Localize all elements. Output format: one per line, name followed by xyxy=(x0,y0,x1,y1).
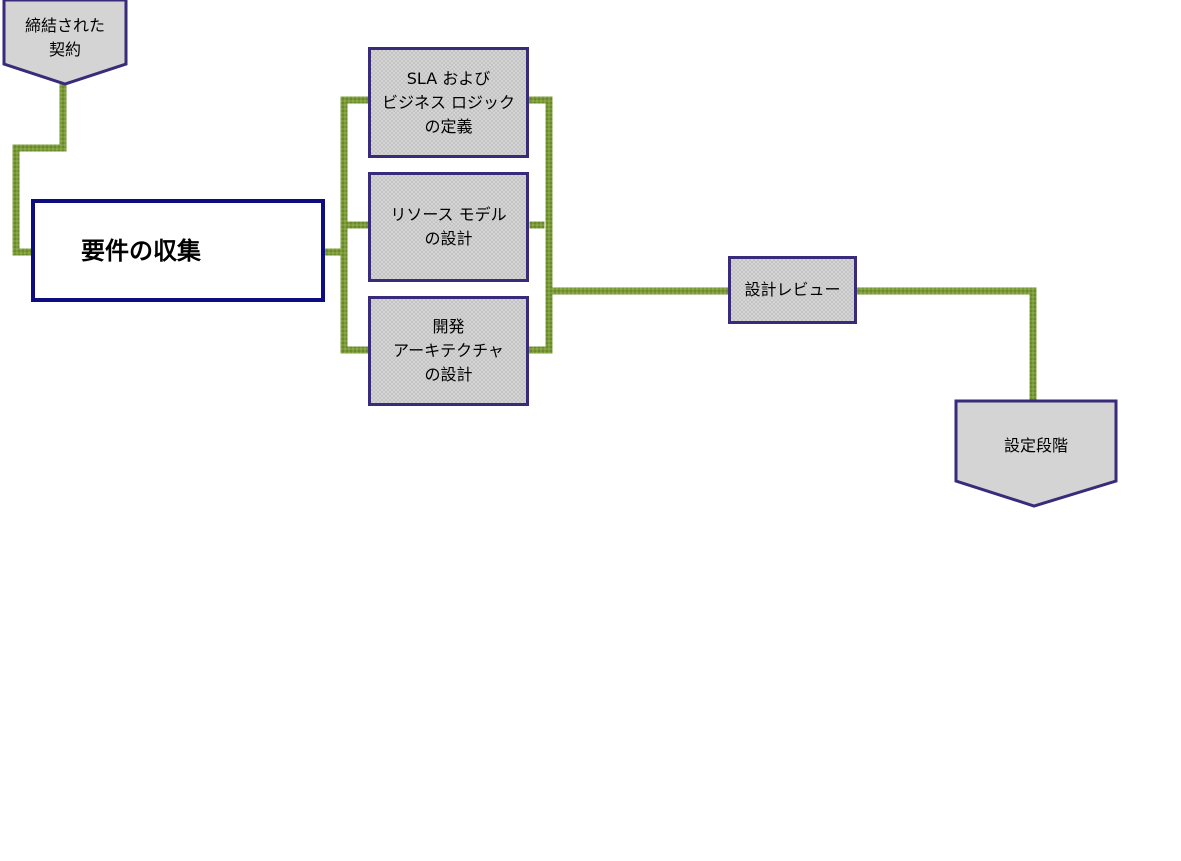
design-review-node[interactable]: 設計レビュー xyxy=(728,256,857,324)
start-node-shape xyxy=(2,0,128,86)
task-label: 開発 アーキテクチャ の設計 xyxy=(393,317,504,384)
task-label: SLA および ビジネス ロジック の定義 xyxy=(381,68,516,136)
start-node-contract[interactable]: 締結された 契約 xyxy=(2,0,128,86)
design-review-label: 設計レビュー xyxy=(744,280,841,299)
task-label: リソース モデル の設計 xyxy=(390,205,507,248)
connector-start-to-gather xyxy=(12,82,67,256)
end-node-label: 設定段階 xyxy=(1003,436,1068,455)
start-node-label: 締結された 契約 xyxy=(24,16,105,59)
task-design-dev-architecture[interactable]: 開発 アーキテクチャ の設計 xyxy=(368,296,529,406)
connector-review-to-end xyxy=(851,287,1037,406)
gather-requirements-node[interactable]: 要件の収集 xyxy=(31,199,325,302)
task-design-resource-model[interactable]: リソース モデル の設計 xyxy=(368,172,529,282)
gather-requirements-label: 要件の収集 xyxy=(81,236,201,265)
end-node-configuration-phase[interactable]: 設定段階 xyxy=(953,398,1119,510)
connector-join-bus xyxy=(523,96,553,354)
task-define-sla-business-logic[interactable]: SLA および ビジネス ロジック の定義 xyxy=(368,47,529,158)
end-node-shape xyxy=(954,399,1118,508)
